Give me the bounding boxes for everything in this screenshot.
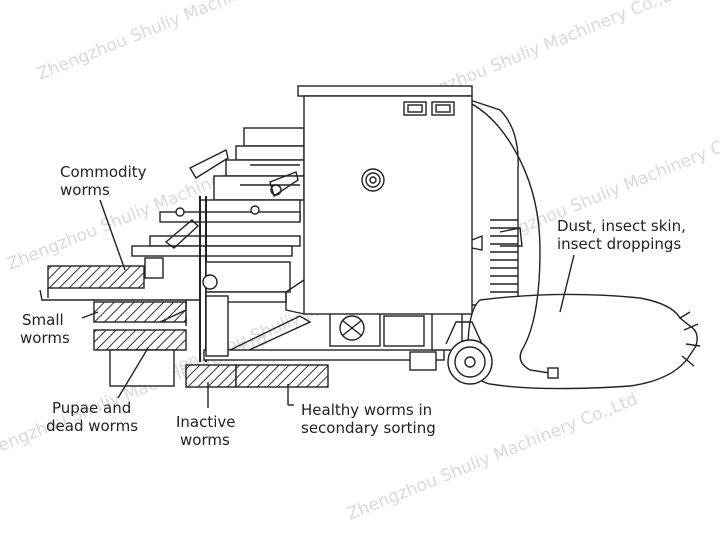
label-dust-line2: insect droppings	[557, 235, 681, 253]
label-small-worms-line1: Small	[22, 311, 64, 329]
label-small-worms-line2: worms	[20, 329, 70, 347]
label-inactive-line1: Inactive	[176, 413, 236, 431]
small-worms-tray	[93, 301, 187, 323]
dust-bag	[467, 293, 701, 390]
output-trays	[39, 265, 329, 388]
wheel	[445, 321, 493, 385]
watermark-text: Zhengzhou Shuliy Machinery Co.,Ltd	[34, 0, 330, 85]
label-dust-line1: Dust, insect skin,	[557, 217, 686, 235]
power-plug	[547, 367, 559, 379]
blower-unit	[469, 99, 519, 306]
label-inactive-line2: worms	[180, 431, 230, 449]
inactive-worms-tray	[185, 364, 237, 388]
commodity-worms-tray	[47, 265, 145, 289]
power-cable	[471, 103, 557, 375]
label-pupae-line2: dead worms	[46, 417, 138, 435]
upper-frame	[131, 127, 305, 279]
label-pupae-line1: Pupae and	[52, 399, 131, 417]
healthy-worms-tray	[235, 364, 329, 388]
pupae-tray	[93, 329, 187, 351]
labels: Commodity worms Small worms Pupae and de…	[20, 163, 686, 449]
label-healthy-line1: Healthy worms in	[301, 401, 432, 419]
main-frame	[199, 196, 445, 371]
label-healthy-line2: secondary sorting	[301, 419, 436, 437]
label-commodity-worms-line2: worms	[60, 181, 110, 199]
leader-lines	[81, 199, 575, 408]
label-commodity-worms-line1: Commodity	[60, 163, 147, 181]
main-cabinet	[285, 85, 523, 315]
motor	[329, 311, 463, 351]
